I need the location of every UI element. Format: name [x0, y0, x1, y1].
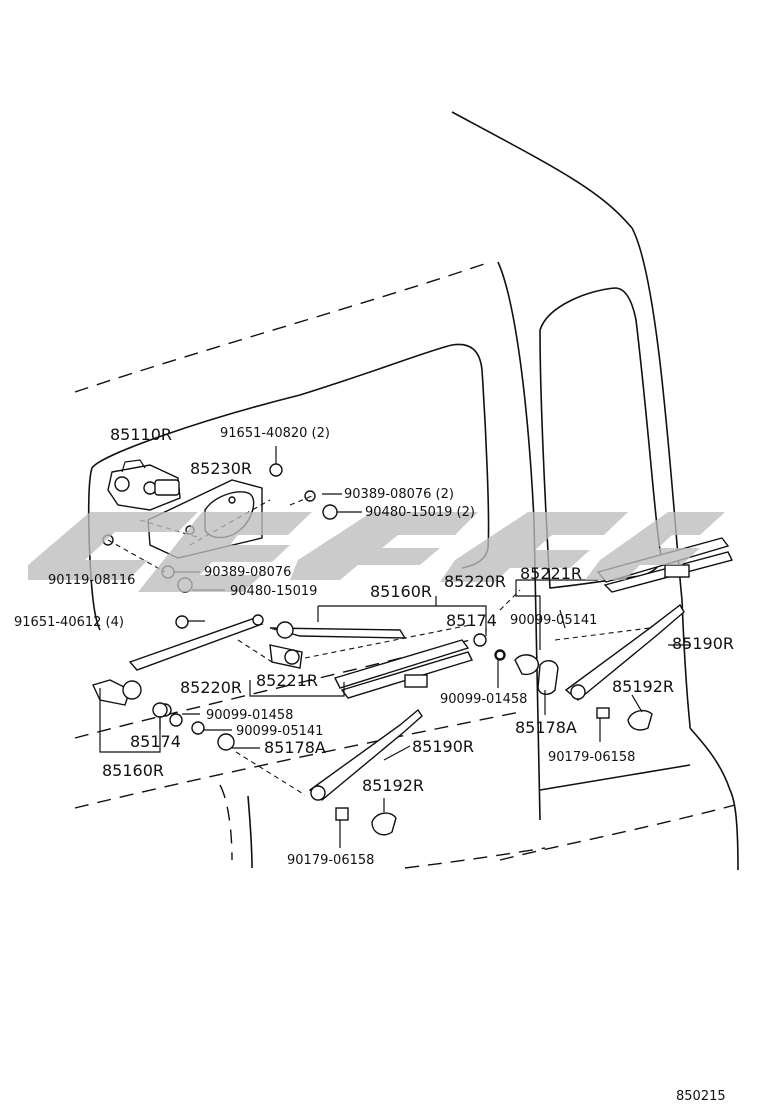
label-nut-upper: 90099-05141 [510, 613, 597, 628]
part-labels: 85110R 85230R 91651-40820 (2) 90389-0807… [14, 425, 734, 1104]
label-arm-nut-upper: 90179-06158 [548, 750, 635, 765]
vehicle-body [74, 111, 739, 871]
label-cushion: 90480-15019 [230, 584, 317, 599]
label-bolt-pivot: 91651-40612 (4) [14, 615, 124, 630]
label-grommet: 90389-08076 [204, 565, 291, 580]
label-screw: 90119-08116 [48, 573, 135, 588]
label-bracket: 85230R [190, 459, 252, 478]
label-nut-lower: 90099-05141 [236, 724, 323, 739]
label-link-upper: 85160R [370, 582, 432, 601]
label-rubber-lower: 85221R [256, 671, 318, 690]
label-arm-upper: 85190R [672, 634, 734, 653]
label-cap-upper: 85178A [515, 718, 577, 737]
label-arm-lower: 85190R [412, 737, 474, 756]
linkage [92, 614, 407, 717]
watermark-logo [28, 512, 725, 592]
label-blade-upper: 85220R [444, 572, 506, 591]
label-grommet-pair: 90389-08076 (2) [344, 487, 454, 502]
wiper-motor [107, 459, 181, 511]
label-motor: 85110R [110, 425, 172, 444]
left-blade-assembly [308, 633, 505, 836]
label-washer-upper: 85174 [446, 611, 497, 630]
label-cap-lower: 85178A [264, 738, 326, 757]
label-ring-lower: 90099-01458 [206, 708, 293, 723]
label-cover-upper: 85192R [612, 677, 674, 696]
leader-lines [99, 446, 690, 848]
label-rubber-upper: 85221R [520, 564, 582, 583]
diagram-code: 850215 [676, 1089, 726, 1104]
label-link-lower: 85160R [102, 761, 164, 780]
label-washer-lower: 85174 [130, 732, 181, 751]
label-cover-lower: 85192R [362, 776, 424, 795]
label-cushion-pair: 90480-15019 (2) [365, 505, 475, 520]
label-arm-nut-lower: 90179-06158 [287, 853, 374, 868]
label-blade-lower: 85220R [180, 678, 242, 697]
label-ring-upper: 90099-01458 [440, 692, 527, 707]
label-bolt-top: 91651-40820 (2) [220, 426, 330, 441]
